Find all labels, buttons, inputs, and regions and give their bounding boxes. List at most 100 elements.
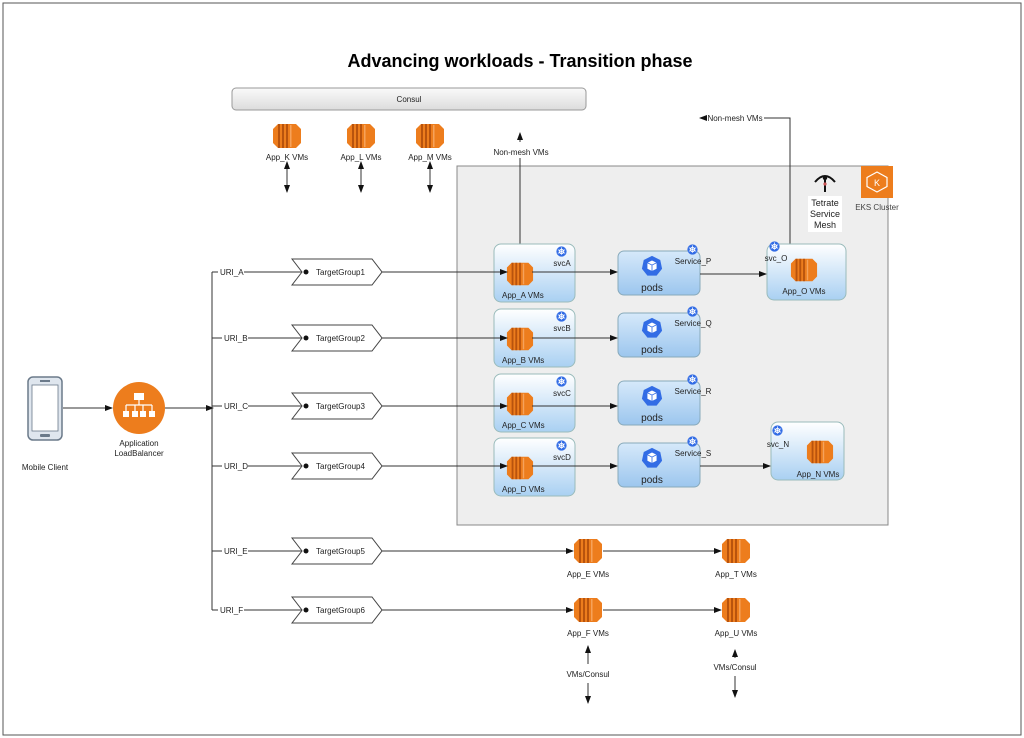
app-o-label: App_O VMs — [782, 287, 825, 296]
app-vm[interactable]: App_F VMs — [567, 598, 609, 638]
consul-app-0[interactable]: App_K VMs — [266, 124, 308, 193]
ec2-icon — [574, 539, 602, 563]
pods-label: pods — [641, 283, 663, 294]
non-mesh-right-line — [764, 117, 793, 264]
app-label: App_F VMs — [567, 629, 609, 638]
app-vm[interactable]: App_E VMs — [567, 539, 609, 579]
ec2-icon — [790, 258, 818, 282]
load-balancer-icon[interactable] — [113, 382, 165, 434]
service-label: Service_P — [675, 257, 711, 266]
target-group[interactable]: TargetGroup4 — [290, 452, 383, 480]
app-box-bg — [493, 373, 576, 433]
tetrate-icon — [814, 175, 836, 192]
next-app-vm[interactable]: App_T VMs — [715, 539, 757, 579]
uri-label: URI_A — [220, 268, 244, 277]
svc-o-label: svc_O — [765, 254, 788, 263]
kubernetes-service-icon — [687, 306, 698, 317]
kubernetes-service-icon — [556, 376, 567, 387]
ec2-icon — [722, 598, 750, 622]
target-group-shape — [290, 324, 383, 352]
uri-label-bg — [222, 546, 248, 556]
svc-label: svcB — [553, 324, 570, 333]
target-group[interactable]: TargetGroup2 — [290, 324, 383, 352]
kubernetes-service-icon — [687, 436, 698, 447]
uri-label-bg — [222, 401, 248, 411]
pods-label: pods — [641, 475, 663, 486]
vms-consul-label-1: VMs/Consul — [566, 670, 609, 679]
eks-label: EKS Cluster — [855, 203, 899, 212]
pods-label: pods — [641, 413, 663, 424]
target-group[interactable]: TargetGroup6 — [290, 596, 383, 624]
alb-label-1: Application — [119, 439, 158, 448]
service-label: Service_Q — [674, 319, 711, 328]
ec2-icon — [416, 124, 444, 148]
app-label: App_D VMs — [502, 485, 545, 494]
consul-app-1[interactable]: App_L VMs — [340, 124, 382, 193]
svc-n-label: svc_N — [767, 440, 789, 449]
svc-n-box[interactable]: svc_N App_N VMs — [767, 421, 845, 481]
app-n-label: App_N VMs — [797, 470, 840, 479]
app-box-bg — [493, 243, 576, 303]
non-mesh-left-label: Non-mesh VMs — [493, 148, 548, 157]
pods-box-bg — [617, 250, 701, 296]
uri-label: URI_B — [224, 334, 248, 343]
app-vm-box[interactable]: svcD App_D VMs — [493, 437, 576, 497]
consul-app-label: App_K VMs — [266, 153, 308, 162]
target-group-dot — [303, 403, 309, 409]
target-group-label: TargetGroup5 — [316, 547, 365, 556]
tetrate-line-2: Service — [810, 209, 840, 219]
app-label: App_E VMs — [567, 570, 609, 579]
ec2-icon — [806, 440, 834, 464]
diagram-title: Advancing workloads - Transition phase — [347, 51, 692, 71]
kubernetes-service-icon — [687, 244, 698, 255]
mobile-client-icon[interactable] — [27, 376, 63, 441]
consul-app-2[interactable]: App_M VMs — [408, 124, 452, 193]
target-group[interactable]: TargetGroup1 — [290, 258, 383, 286]
svc-o-box[interactable]: svc_O App_O VMs — [765, 241, 847, 301]
target-group-dot — [303, 463, 309, 469]
svg-text:K: K — [874, 178, 880, 188]
tetrate-line-3: Mesh — [814, 220, 836, 230]
target-group-label: TargetGroup3 — [316, 402, 365, 411]
target-group-shape — [290, 537, 383, 565]
target-group-shape — [290, 392, 383, 420]
kubernetes-service-icon — [687, 374, 698, 385]
uri-label: URI_E — [224, 547, 248, 556]
route-row-uri_a: URI_A TargetGroup1 svcA App_A VMs Service_Pp… — [212, 243, 711, 303]
svc-label: svcD — [553, 453, 571, 462]
uri-label-bg — [218, 605, 244, 615]
target-group[interactable]: TargetGroup3 — [290, 392, 383, 420]
kubernetes-service-icon — [556, 311, 567, 322]
svc-label: svcA — [553, 259, 571, 268]
consul-bar[interactable]: Consul — [231, 87, 587, 111]
app-label: App_A VMs — [502, 291, 544, 300]
app-box-bg — [493, 437, 576, 497]
app-vm-box[interactable]: svcA App_A VMs — [493, 243, 576, 303]
ec2-icon — [506, 262, 534, 286]
ec2-icon — [347, 124, 375, 148]
tetrate-line-1: Tetrate — [811, 198, 839, 208]
service-label: Service_R — [675, 387, 712, 396]
pods-label: pods — [641, 345, 663, 356]
app-label: App_T VMs — [715, 570, 757, 579]
consul-app-label: App_L VMs — [340, 153, 381, 162]
next-app-vm[interactable]: App_U VMs — [715, 598, 758, 638]
target-group[interactable]: TargetGroup5 — [290, 537, 383, 565]
kubernetes-service-icon — [556, 246, 567, 257]
ec2-icon — [506, 392, 534, 416]
svc-label: svcC — [553, 389, 571, 398]
ec2-icon — [574, 598, 602, 622]
consul-label: Consul — [397, 95, 422, 104]
mobile-client-label: Mobile Client — [22, 463, 69, 472]
non-mesh-right-label: Non-mesh VMs — [707, 114, 762, 123]
